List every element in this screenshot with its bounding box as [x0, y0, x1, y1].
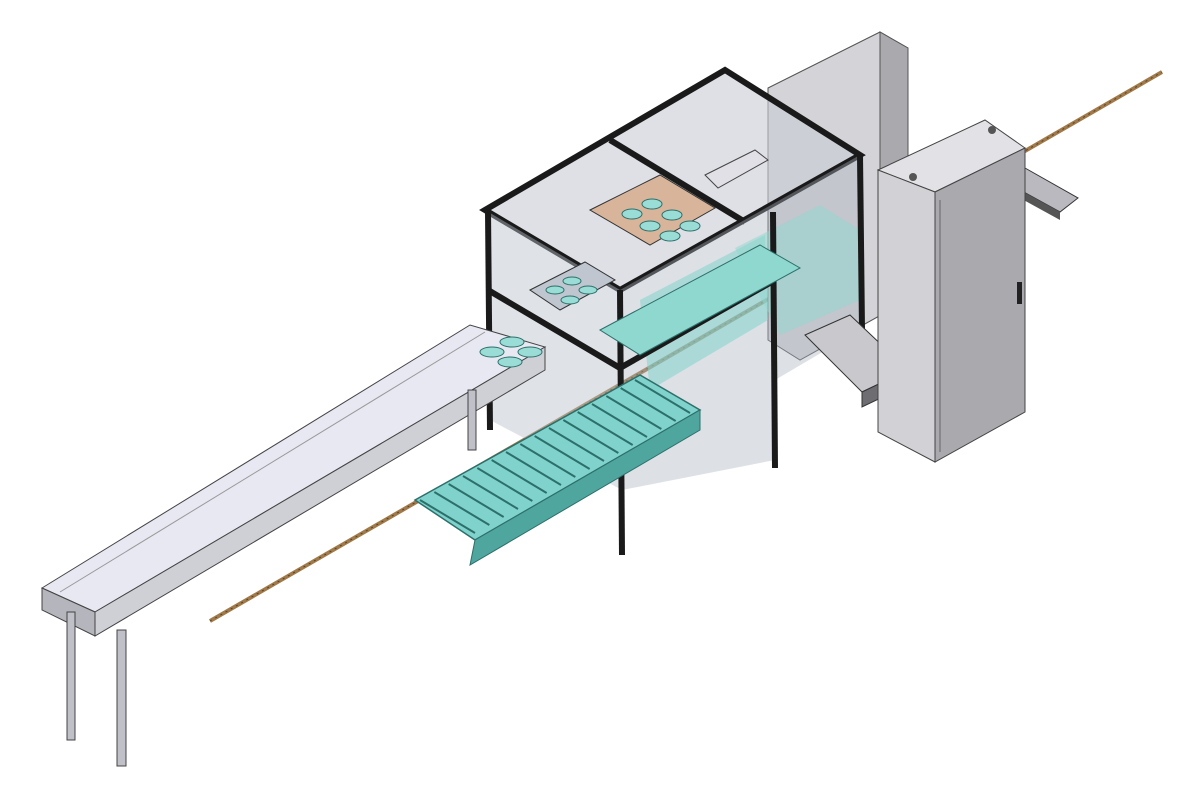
- conveyor-leg: [116, 629, 127, 767]
- roller: [605, 395, 662, 430]
- cabinet-handle-icon: [1017, 282, 1022, 304]
- roller: [634, 379, 691, 414]
- roller: [534, 435, 591, 470]
- roller: [491, 459, 548, 494]
- conveyor-leg: [66, 611, 76, 741]
- roller: [620, 387, 677, 422]
- electrical-cabinet: [876, 119, 1026, 463]
- roller: [548, 427, 605, 462]
- roller: [419, 499, 476, 534]
- roller: [577, 411, 634, 446]
- infeed-belt-conveyor: [40, 324, 547, 767]
- roller: [462, 475, 519, 510]
- roller: [519, 443, 576, 478]
- roller: [562, 419, 619, 454]
- roller: [505, 451, 562, 486]
- outfeed-conveyor: [1019, 167, 1079, 220]
- roller-conveyor: [413, 244, 802, 566]
- roller: [591, 403, 648, 438]
- roller: [448, 483, 505, 518]
- cup-tray: [588, 174, 716, 246]
- conveyor-leg: [467, 389, 477, 451]
- actuator-cylinder: [704, 149, 769, 189]
- roller: [476, 467, 533, 502]
- roller: [433, 491, 490, 526]
